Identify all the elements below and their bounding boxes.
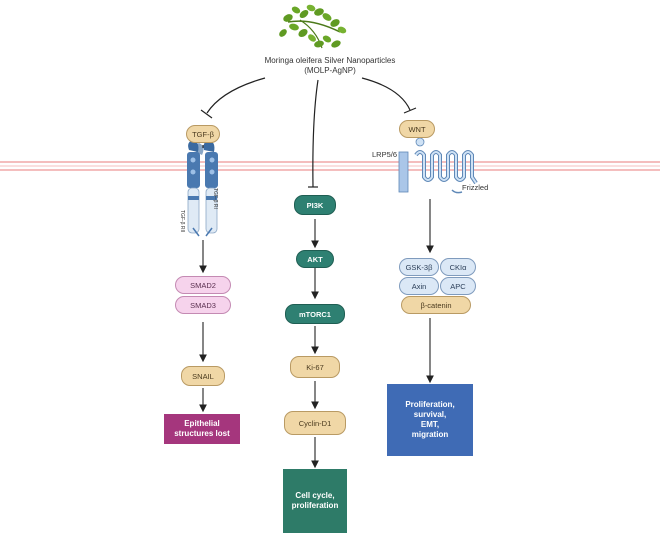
tgf-receptor-icon (187, 140, 218, 237)
proliferation-outcome-line2: survival, (413, 410, 447, 419)
apc-node: APC (440, 277, 476, 295)
beta-catenin-node: β-catenin (401, 296, 471, 314)
tgf-receptor-ii-label: TGF-β RII (179, 210, 185, 233)
cell-cycle-outcome-line2: proliferation (291, 501, 339, 510)
ck1a-node: CKIα (440, 258, 476, 276)
proliferation-outcome-line4: migration (411, 430, 449, 439)
gsk3b-node: GSK-3β (399, 258, 439, 276)
cell-membrane (0, 161, 660, 171)
lrp56-label: LRP5/6 (372, 150, 398, 159)
cyclin-d1-node: Cyclin-D1 (284, 411, 346, 435)
axin-node: Axin (399, 277, 439, 295)
inhibition-lines (200, 77, 417, 188)
proliferation-outcome-box: Proliferation, survival, EMT, migration (387, 384, 473, 456)
tgf-receptor-i-label: TGF-β RI (212, 188, 218, 209)
cell-cycle-outcome-box: Cell cycle, proliferation (283, 469, 347, 533)
frizzled-receptor-icon (398, 137, 478, 194)
drug-title-line1: Moringa oleifera Silver Nanoparticles (264, 56, 396, 65)
epithelial-outcome-box: Epithelial structures lost (164, 414, 240, 444)
akt-node: AKT (296, 250, 334, 268)
smad3-node: SMAD3 (175, 296, 231, 314)
activation-arrows (199, 145, 434, 469)
wnt-ligand: WNT (399, 120, 435, 138)
epithelial-outcome-line2: structures lost (174, 429, 230, 438)
smad2-node: SMAD2 (175, 276, 231, 294)
ki67-node: Ki-67 (290, 356, 340, 378)
mtorc1-node: mTORC1 (285, 304, 345, 324)
proliferation-outcome-line1: Proliferation, (405, 400, 455, 409)
frizzled-label: Frizzled (462, 183, 489, 192)
snail-node: SNAIL (181, 366, 225, 386)
moringa-leaves-icon (279, 4, 347, 49)
drug-title-line2: (MOLP-AgNP) (304, 66, 356, 75)
drug-title: Moringa oleifera Silver Nanoparticles (M… (230, 56, 430, 76)
cell-cycle-outcome-line1: Cell cycle, (295, 491, 335, 500)
epithelial-outcome-line1: Epithelial (184, 419, 220, 428)
pi3k-node: PI3K (294, 195, 336, 215)
tgf-beta-ligand: TGF-β (186, 125, 220, 143)
proliferation-outcome-line3: EMT, (420, 420, 440, 429)
